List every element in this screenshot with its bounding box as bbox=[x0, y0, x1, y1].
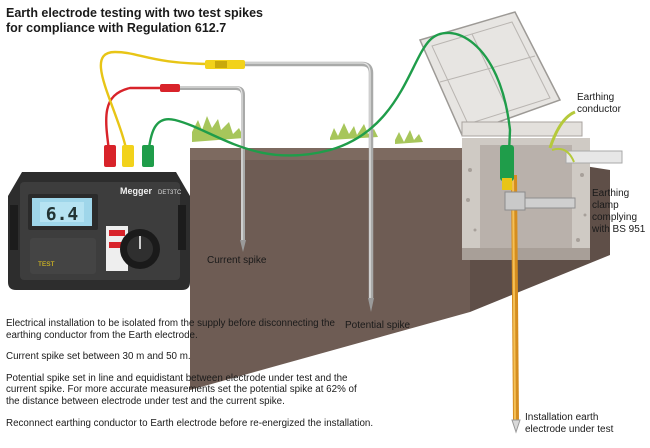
instruction-notes: Electrical installation to be isolated f… bbox=[6, 318, 373, 439]
meter-reading: 6.4 bbox=[46, 204, 79, 225]
pit-lid bbox=[418, 11, 583, 137]
potential-spike-label: Potential spike bbox=[345, 320, 411, 331]
potential-spike bbox=[245, 61, 374, 312]
earthing-clamp-label: Earthing clamp complying with BS 951 bbox=[592, 188, 646, 235]
meter-brand: Megger bbox=[120, 186, 153, 196]
title-line-1: Earth electrode testing with two test sp… bbox=[6, 6, 264, 20]
note-current-spike: Current spike set between 30 m and 50 m. bbox=[6, 351, 191, 363]
current-spike-label: Current spike bbox=[207, 255, 267, 266]
yellow-lead bbox=[99, 50, 245, 159]
installation-earth-electrode bbox=[504, 174, 576, 434]
earthing-conductor-label: Earthing conductor bbox=[577, 92, 621, 115]
current-spike bbox=[178, 86, 246, 252]
grass bbox=[192, 116, 423, 144]
diagram-title: Earth electrode testing with two test sp… bbox=[6, 6, 306, 36]
note-isolation: Electrical installation to be isolated f… bbox=[6, 318, 335, 341]
installation-electrode-label: Installation earth electrode under test bbox=[525, 412, 614, 435]
earthing-conductor bbox=[548, 110, 623, 164]
title-line-2: for compliance with Regulation 612.7 bbox=[6, 21, 227, 35]
note-reconnect: Reconnect earthing conductor to Earth el… bbox=[6, 417, 374, 429]
meter-test-label: TEST bbox=[38, 261, 55, 268]
note-potential-spike: Potential spike set in line and equidist… bbox=[6, 372, 357, 407]
megger-meter bbox=[8, 172, 190, 290]
lead-plugs bbox=[104, 60, 514, 190]
green-lead bbox=[146, 31, 512, 176]
meter-model: DET3TC bbox=[158, 190, 182, 196]
